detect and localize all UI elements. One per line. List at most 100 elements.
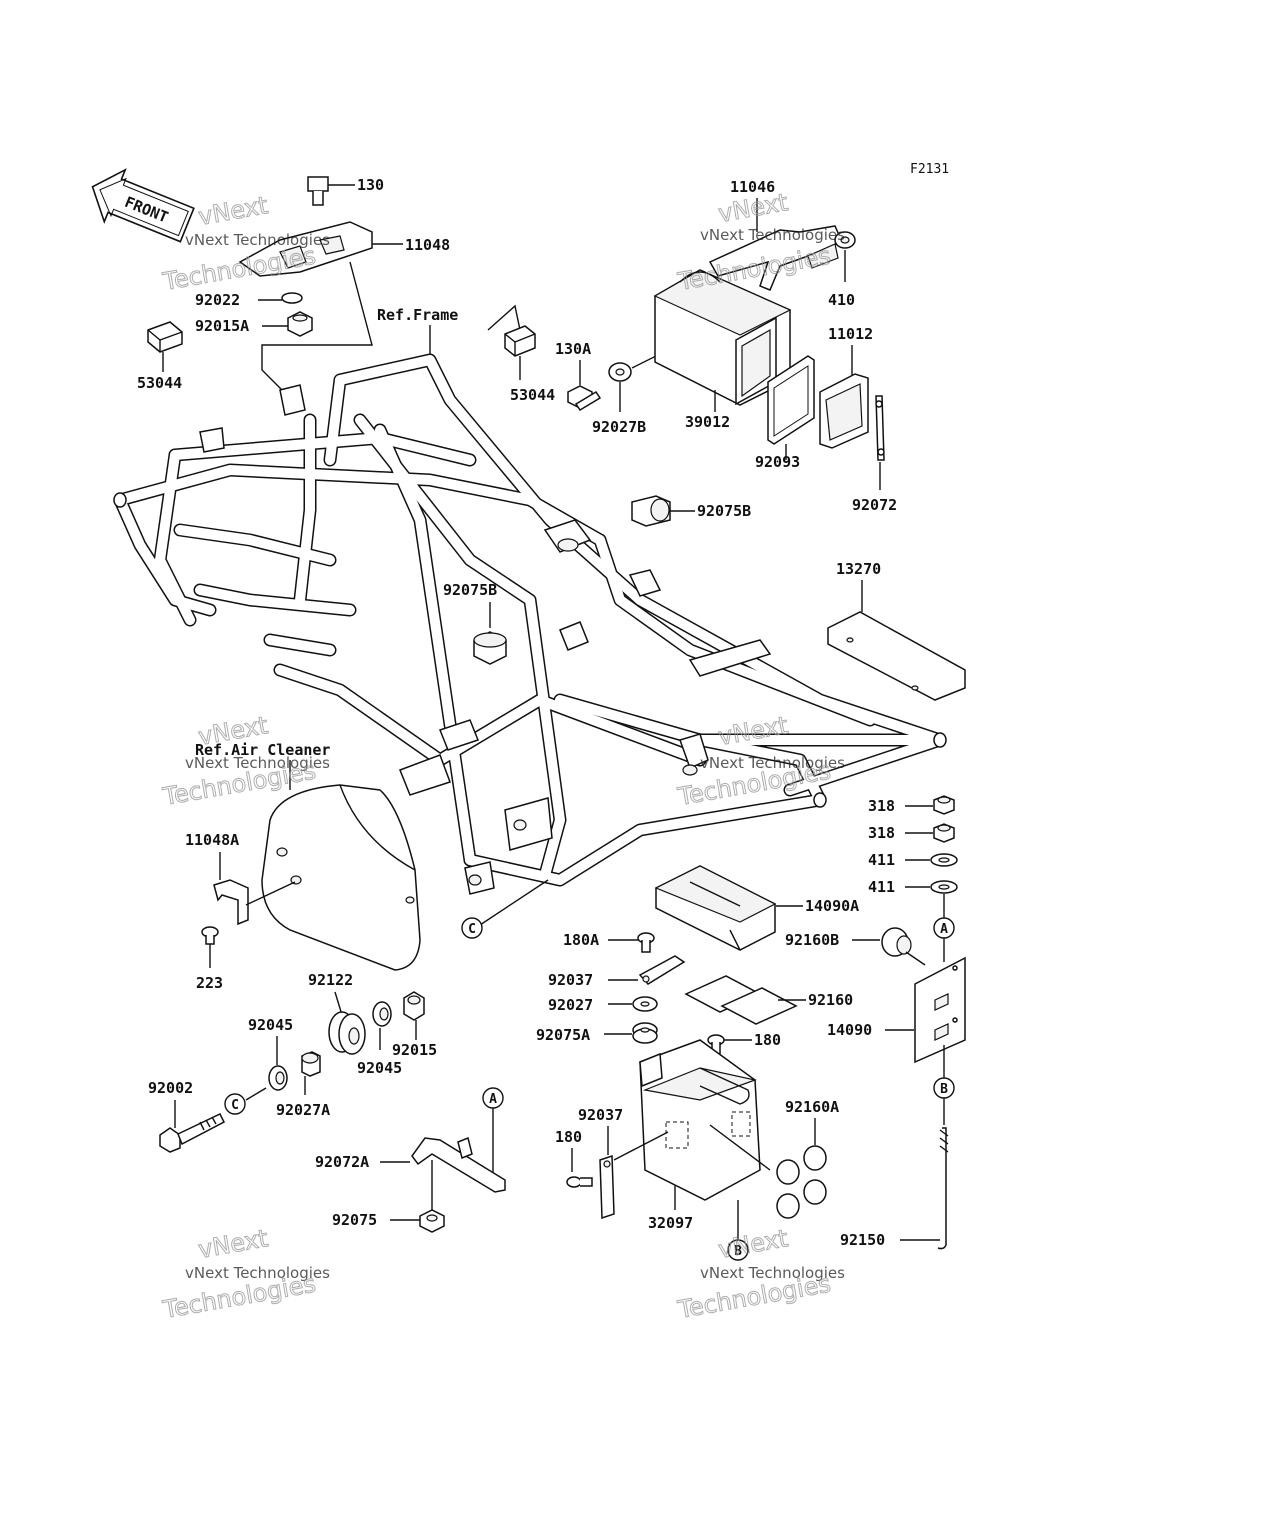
nut-92015-icon	[403, 991, 425, 1021]
washer-92027-icon	[632, 996, 658, 1012]
label-92072: 92072	[852, 496, 897, 514]
label-92002: 92002	[148, 1079, 193, 1097]
rubber-92160B-icon	[881, 927, 912, 957]
washer-92022-icon	[281, 292, 303, 304]
label-92022: 92022	[195, 291, 240, 309]
strap-92072-icon	[875, 395, 885, 461]
label-92027: 92027	[548, 996, 593, 1014]
label-14090: 14090	[827, 1021, 872, 1039]
front-arrow-icon: FRONT	[91, 168, 195, 243]
callout-b-bottom: B	[727, 1239, 749, 1261]
gasket-92093-icon	[767, 355, 815, 445]
label-39012: 39012	[685, 413, 730, 431]
bracket-92072A-icon	[411, 1136, 506, 1193]
bolt-130A-icon	[567, 385, 602, 412]
bearing-92122-icon	[328, 1011, 366, 1055]
label-13270: 13270	[836, 560, 881, 578]
washer-92027B-icon	[608, 362, 632, 382]
label-11048A: 11048A	[185, 831, 239, 849]
label-180-left: 180	[555, 1128, 582, 1146]
pad-53044-left-icon	[147, 321, 183, 353]
label-92015: 92015	[392, 1041, 437, 1059]
label-92027B: 92027B	[592, 418, 646, 436]
label-11046: 11046	[730, 178, 775, 196]
svg-text:C: C	[231, 1098, 239, 1113]
label-180A: 180A	[563, 931, 599, 949]
callout-c-axle: C	[224, 1093, 246, 1115]
svg-text:Technologies: Technologies	[160, 242, 318, 297]
label-411-b: 411	[868, 878, 895, 896]
nut-92015A-icon	[287, 311, 313, 337]
seal-92045-a-icon	[268, 1065, 288, 1091]
svg-text:vNext: vNext	[196, 191, 270, 231]
bolt-180-right-icon	[707, 1034, 725, 1055]
label-130A: 130A	[555, 340, 591, 358]
box-39012-icon	[653, 269, 792, 406]
label-92075B-top: 92075B	[697, 502, 751, 520]
nut-318-a-icon	[933, 795, 955, 815]
label-32097: 32097	[648, 1214, 693, 1232]
figure-code: F2131	[910, 162, 949, 177]
svg-text:vNext Technologies: vNext Technologies	[700, 226, 845, 244]
tray-32097-icon	[639, 1039, 761, 1201]
label-92045-b: 92045	[357, 1059, 402, 1077]
lid-11012-icon	[819, 373, 869, 449]
label-411-a: 411	[868, 851, 895, 869]
nut-410-icon	[834, 231, 856, 249]
bolt-180-left-icon	[566, 1176, 593, 1188]
svg-text:vNext Technologies: vNext Technologies	[185, 754, 330, 772]
label-92160B: 92160B	[785, 931, 839, 949]
label-92075: 92075	[332, 1211, 377, 1229]
label-53044-left: 53044	[137, 374, 182, 392]
label-92015A: 92015A	[195, 317, 249, 335]
nut-318-b-icon	[933, 823, 955, 843]
callout-b-right: B	[933, 1077, 955, 1099]
bolt-92002-icon	[159, 1113, 225, 1153]
label-410: 410	[828, 291, 855, 309]
svg-text:vNext Technologies: vNext Technologies	[700, 1264, 845, 1282]
svg-text:C: C	[468, 922, 476, 937]
rod-92150-icon	[937, 1127, 949, 1250]
label-92075B-mid: 92075B	[443, 581, 497, 599]
label-223: 223	[196, 974, 223, 992]
label-53044-right: 53044	[510, 386, 555, 404]
seal-92045-b-icon	[372, 1001, 392, 1027]
label-92037-bot: 92037	[578, 1106, 623, 1124]
label-92027A: 92027A	[276, 1101, 330, 1119]
pad-53044-right-icon	[504, 325, 536, 357]
screw-223-icon	[201, 926, 219, 945]
svg-text:vNext: vNext	[716, 188, 790, 228]
label-11048: 11048	[405, 236, 450, 254]
collar-92075B-mid-icon	[473, 631, 507, 665]
strap-92037-top-icon	[638, 955, 686, 985]
label-92150: 92150	[840, 1231, 885, 1249]
bracket-11048-icon	[238, 221, 373, 277]
frame-assembly	[113, 353, 947, 895]
callout-a-bottom: A	[482, 1087, 504, 1109]
svg-text:B: B	[734, 1244, 742, 1259]
label-92122: 92122	[308, 971, 353, 989]
svg-text:vNext Technologies: vNext Technologies	[185, 231, 330, 249]
svg-text:vNext Technologies: vNext Technologies	[700, 754, 845, 772]
svg-text:B: B	[940, 1082, 948, 1097]
clip-92075-icon	[419, 1209, 445, 1233]
guard-13270-icon	[827, 611, 966, 701]
bolt-130-icon	[307, 176, 329, 206]
label-130: 130	[357, 176, 384, 194]
ref-frame-label: Ref.Frame	[377, 306, 458, 324]
grommet-92075A-icon	[632, 1022, 658, 1044]
pads-92160A-icon	[776, 1145, 827, 1219]
case-14090A-icon	[654, 865, 777, 951]
air-cleaner-housing-icon	[261, 784, 421, 971]
label-92093: 92093	[755, 453, 800, 471]
plate-14090-icon	[914, 956, 966, 1064]
label-92037-top: 92037	[548, 971, 593, 989]
svg-text:A: A	[489, 1092, 497, 1107]
label-318-a: 318	[868, 797, 895, 815]
washer-411-b-icon	[930, 880, 958, 894]
label-92160: 92160	[808, 991, 853, 1009]
svg-text:vNext: vNext	[716, 1224, 790, 1264]
label-180-right: 180	[754, 1031, 781, 1049]
collar-92075B-top-icon	[631, 495, 671, 527]
